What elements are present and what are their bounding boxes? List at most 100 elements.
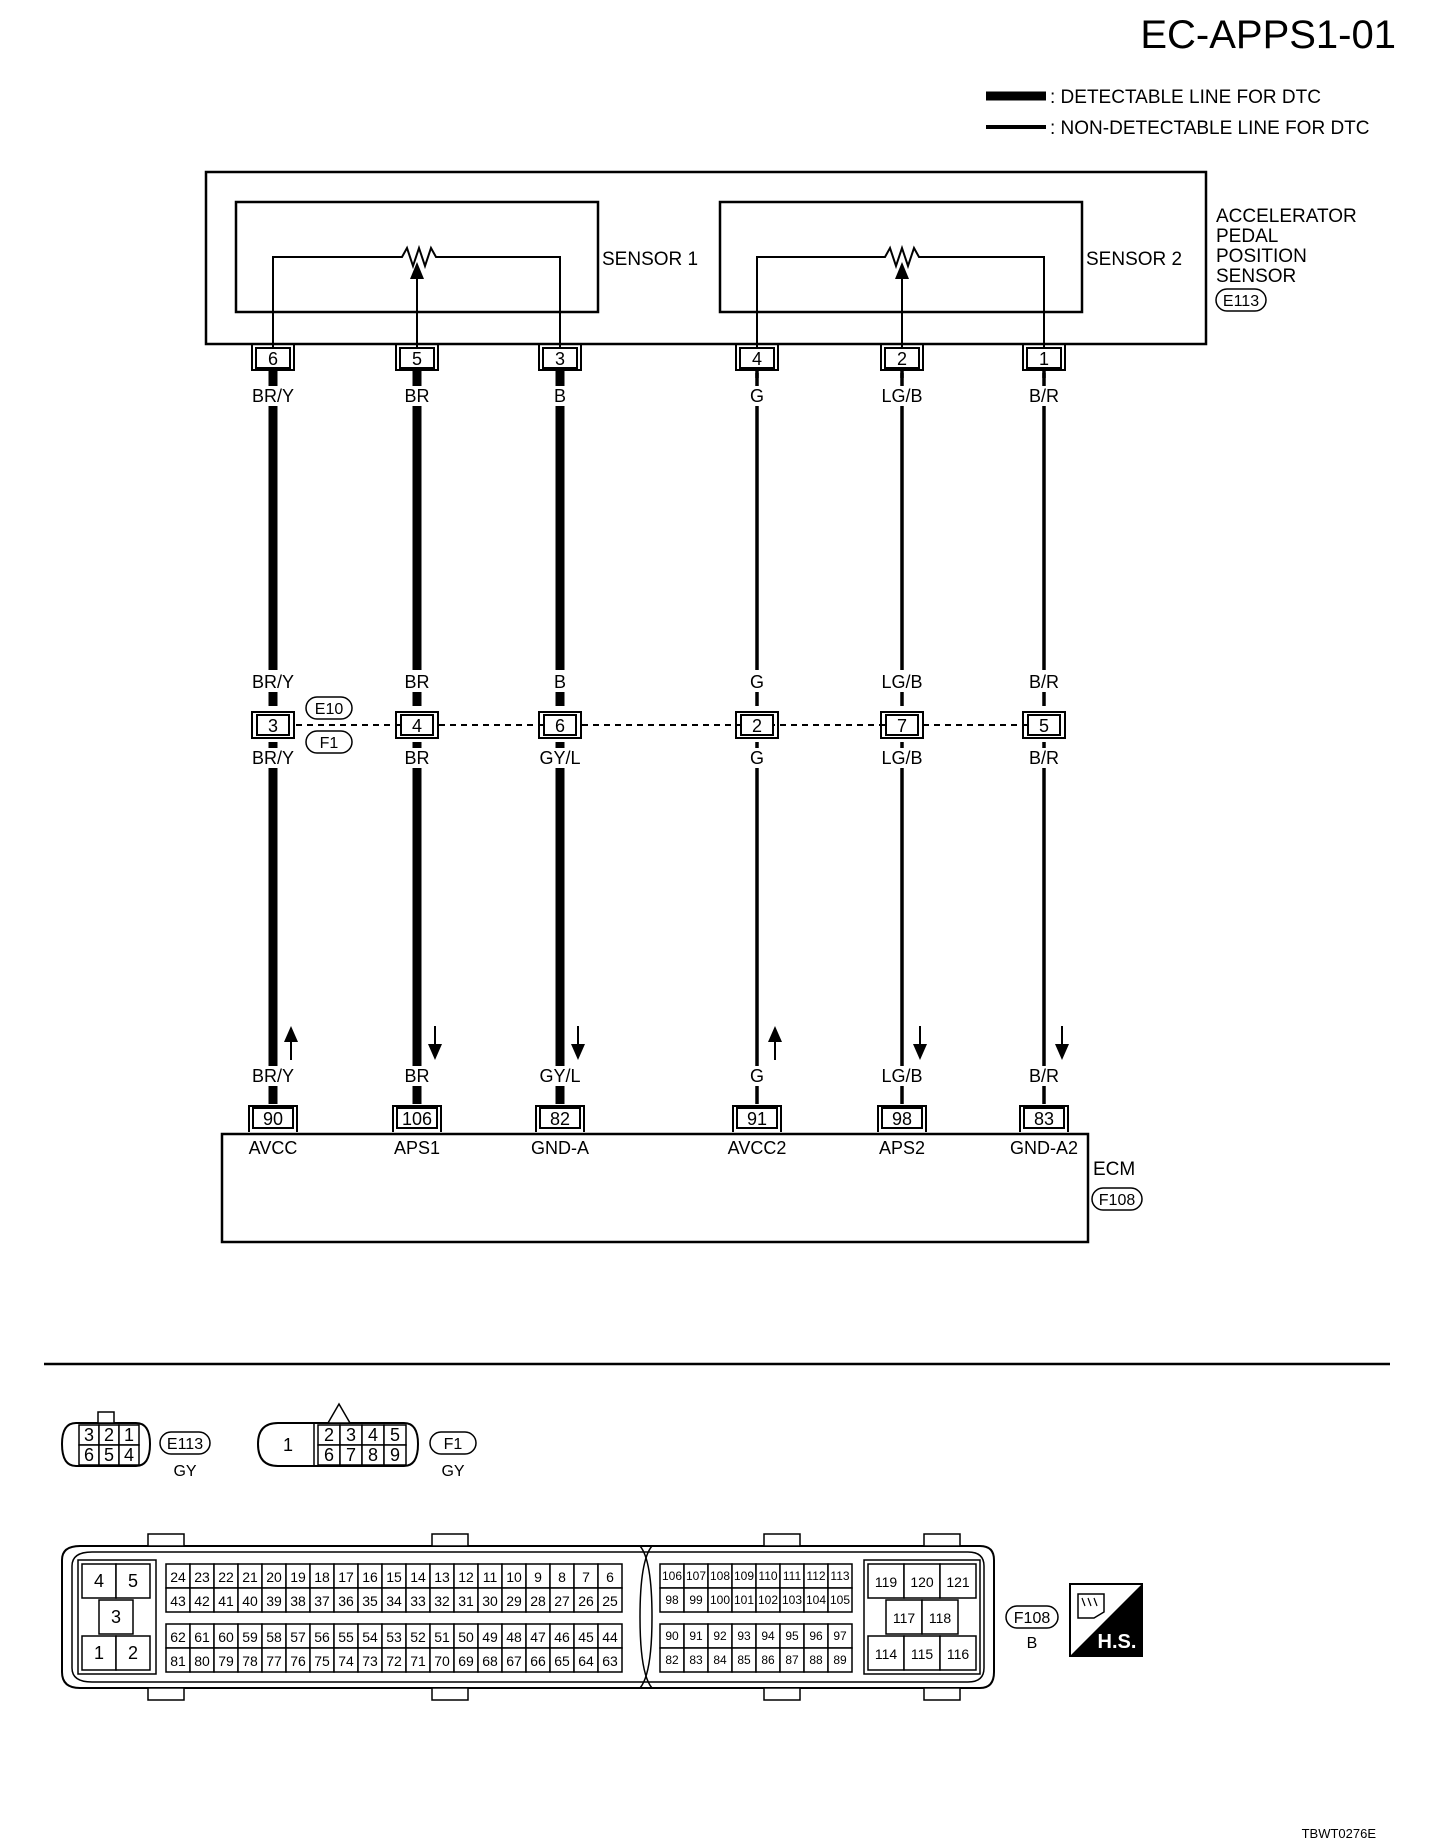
f108-pin-81: 81 [170, 1653, 186, 1669]
label-backing [747, 1066, 767, 1086]
f108-pin-34: 34 [386, 1593, 402, 1609]
f108-pin-114: 114 [875, 1646, 898, 1662]
joint-lower-ref: F1 [320, 735, 339, 752]
connector-bracket [1022, 344, 1066, 371]
connector-pin-box [399, 347, 435, 369]
f108-pin-17: 17 [338, 1569, 354, 1585]
f1-pin-3: 3 [346, 1425, 356, 1445]
f108-pin-82: 82 [665, 1653, 679, 1667]
connector-pin-box [542, 347, 578, 369]
wire-color-label: B/R [1029, 672, 1059, 692]
joint-pin-box [885, 714, 919, 736]
f1-ref-badge [429, 1431, 477, 1455]
f1-pin-5: 5 [390, 1425, 400, 1445]
ecm-pin-number: 83 [1034, 1109, 1054, 1129]
f108-pin-cell [867, 1635, 905, 1671]
f108-pin-50: 50 [458, 1629, 474, 1645]
joint-pin-frame [735, 711, 779, 739]
f108-pin-43: 43 [170, 1593, 186, 1609]
e113-pin-2: 2 [104, 1425, 114, 1445]
signal-arrow-up-head [284, 1026, 298, 1042]
f108-pin-62: 62 [170, 1629, 186, 1645]
f108-pin-cell [309, 1563, 335, 1589]
f108-pin-102: 102 [758, 1593, 778, 1607]
joint-pin-frame [1022, 711, 1066, 739]
label-backing [879, 672, 925, 692]
f108-pin-15: 15 [386, 1569, 402, 1585]
connector-pin-number: 4 [752, 349, 762, 369]
f108-pin-110: 110 [758, 1569, 777, 1583]
connector-pin-box [884, 347, 920, 369]
e113-pin-5: 5 [104, 1445, 114, 1465]
f108-pin-21: 21 [242, 1569, 258, 1585]
f108-pin-24: 24 [170, 1569, 186, 1585]
sensor-name-line-1: ACCELERATOR [1216, 206, 1357, 227]
f108-pin-104: 104 [806, 1593, 826, 1607]
f108-pin-cell [659, 1623, 685, 1649]
f108-pin-1: 1 [94, 1643, 104, 1663]
ecm-pin-box [736, 1107, 778, 1129]
label-backing [537, 748, 583, 768]
connector-bracket [880, 344, 924, 371]
f108-pin-103: 103 [782, 1593, 802, 1607]
f108-block-divider [639, 1545, 653, 1689]
f108-pin-57: 57 [290, 1629, 306, 1645]
f108-pin-cell [525, 1647, 551, 1673]
f108-pin-83: 83 [689, 1653, 703, 1667]
f108-pin-78: 78 [242, 1653, 258, 1669]
f108-pin-cell [237, 1647, 263, 1673]
f108-ref: F108 [1014, 1610, 1051, 1627]
f108-pin-cell [573, 1623, 599, 1649]
f108-pin-cell [827, 1563, 853, 1589]
f108-tab [147, 1687, 185, 1701]
connector-pin-box [1026, 347, 1062, 369]
label-backing [1026, 672, 1062, 692]
joint-pin-frame [251, 711, 295, 739]
label-backing [402, 672, 432, 692]
sensor-name-line-2: PEDAL [1216, 226, 1278, 247]
f108-pin-48: 48 [506, 1629, 522, 1645]
connector-bracket [395, 344, 439, 371]
ecm-pin-box [1023, 1107, 1065, 1129]
sensor1-potentiometer [272, 244, 561, 350]
label-backing [551, 386, 569, 406]
f108-pin-27: 27 [554, 1593, 570, 1609]
f108-tab [923, 1687, 961, 1701]
f108-pin-88: 88 [809, 1653, 823, 1667]
f108-pin-cell [477, 1563, 503, 1589]
f108-pin-79: 79 [218, 1653, 234, 1669]
f108-left-block [77, 1559, 157, 1675]
f108-pin-101: 101 [734, 1593, 754, 1607]
ecm-pin-number: 106 [402, 1109, 432, 1129]
f108-pin-36: 36 [338, 1593, 354, 1609]
joint-pin-frame [395, 711, 439, 739]
wire-color-label: LG/B [881, 748, 922, 768]
label-backing [249, 748, 297, 768]
f108-pin-76: 76 [290, 1653, 306, 1669]
f108-tab [147, 1533, 185, 1547]
f108-pin-cell [81, 1563, 117, 1599]
label-backing [747, 672, 767, 692]
legend: : DETECTABLE LINE FOR DTC : NON-DETECTAB… [986, 87, 1370, 139]
f108-pin-98: 98 [665, 1593, 679, 1607]
f108-tab [763, 1687, 801, 1701]
connector-bracket [735, 344, 779, 371]
e113-pin-cell [118, 1444, 140, 1466]
f108-pin-53: 53 [386, 1629, 402, 1645]
f108-pin-67: 67 [506, 1653, 522, 1669]
f108-pin-91: 91 [689, 1629, 703, 1643]
f108-pin-cell [827, 1587, 853, 1613]
e113-pin-3: 3 [84, 1425, 94, 1445]
f108-pin-61: 61 [194, 1629, 210, 1645]
f108-pin-33: 33 [410, 1593, 426, 1609]
f108-pin-80: 80 [194, 1653, 210, 1669]
sensor-connector-ref: E113 [1223, 293, 1259, 310]
f108-pin-107: 107 [686, 1569, 706, 1583]
f108-pin-cell [429, 1647, 455, 1673]
ecm-pin-box [881, 1107, 923, 1129]
joint-upper-badge [305, 696, 353, 720]
f108-pin-8: 8 [558, 1569, 566, 1585]
